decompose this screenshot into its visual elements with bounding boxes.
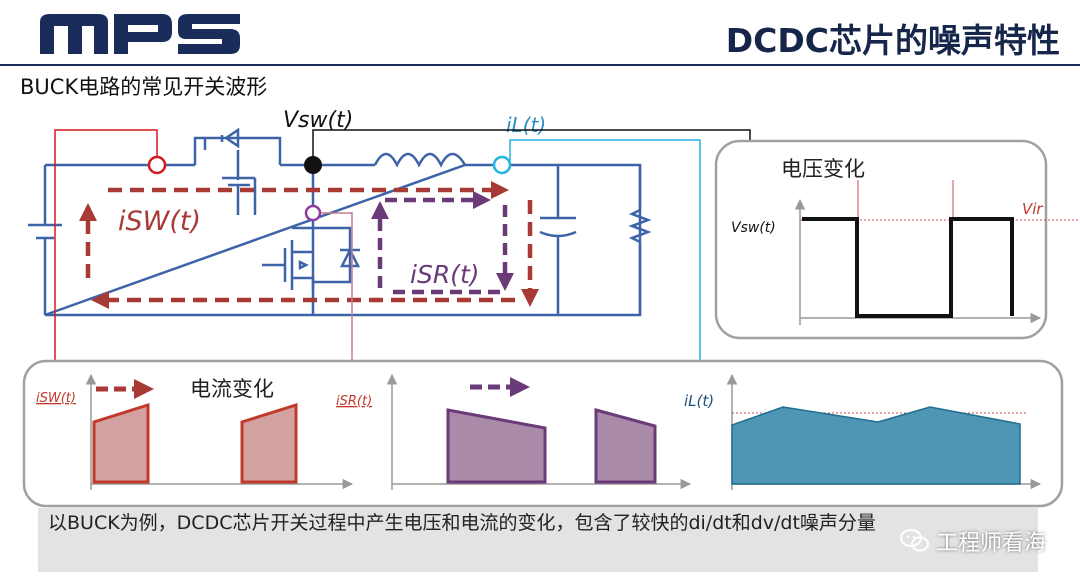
title-divider [0,64,1080,66]
voltage-y-label: Vsw(t) [731,220,776,236]
slide-subtitle: BUCK电路的常见开关波形 [20,75,268,99]
slide-title: DCDC芯片的噪声特性 [725,21,1060,60]
vsw-label: Vsw(t) [283,108,353,133]
low-side-mosfet [262,226,361,290]
il-plot-label: iL(t) [684,392,714,410]
battery-symbol [28,165,62,315]
vsw-waveform [802,217,1014,318]
isr-pulse [594,408,657,484]
watermark: 工程师看海 [899,525,1046,557]
voltage-panel-title: 电压变化 [781,157,865,181]
isr-plot-label: iSR(t) [336,394,372,409]
vsw-node [304,156,322,174]
vin-label: Vir [1022,200,1043,218]
watermark-text: 工程师看海 [935,531,1046,556]
high-side-mosfet [193,127,282,215]
current-panel-title: 电流变化 [190,377,274,401]
mps-logo [40,14,240,54]
inductor-symbol [373,152,467,168]
il-waveform [731,406,1021,485]
isw-probe-lead [49,129,158,385]
il-probe-lead [509,139,706,385]
il-probe-node [492,155,512,175]
isr-current-loop [371,191,514,295]
isr-pulse [446,408,547,484]
wechat-icon [899,529,929,552]
resistor-symbol [628,208,652,244]
caption-text: 以BUCK为例，DCDC芯片开关过程中产生电压和电流的变化，包含了较快的di/d… [48,512,876,534]
voltage-panel [714,139,1048,340]
isw-label: iSW(t) [118,206,201,237]
circuit-wire [44,163,642,317]
buck-circuit [28,127,652,317]
isw-current-loop [79,181,539,309]
isr-label: iSR(t) [410,260,480,289]
il-label: iL(t) [506,113,546,137]
caption-box [38,508,1038,572]
isw-probe-node [147,155,167,175]
isw-pulse [92,402,150,484]
isw-plot-label: iSW(t) [36,391,76,406]
isr-probe-lead [321,212,358,385]
isr-probe-node [304,204,322,222]
capacitor-symbol [539,216,577,238]
isw-pulse [240,402,298,484]
